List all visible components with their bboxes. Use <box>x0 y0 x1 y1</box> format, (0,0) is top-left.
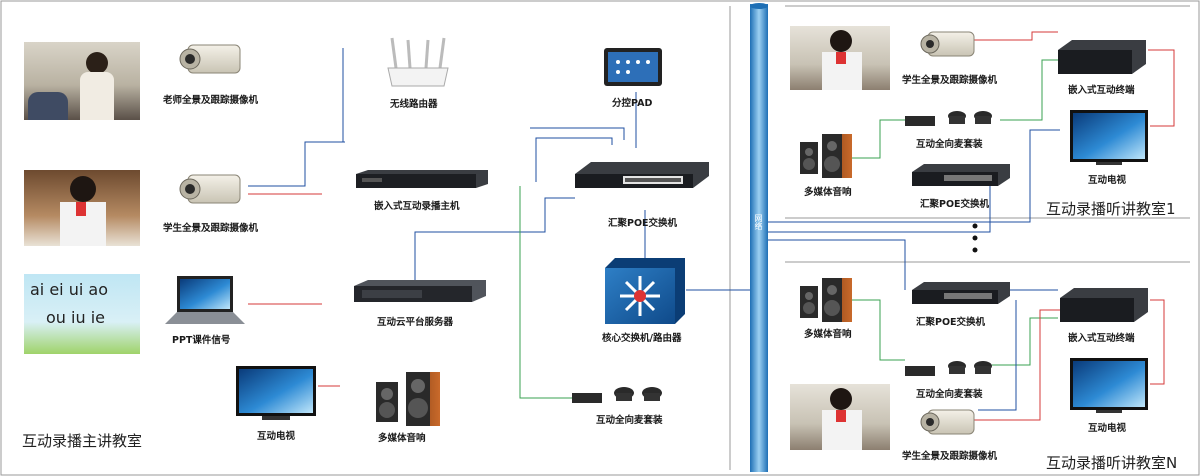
cam-to-host-blue <box>248 141 345 187</box>
rn-poe-switch-label: 汇聚POE交换机 <box>916 317 986 328</box>
control-pad-icon <box>604 48 662 86</box>
pad-label: 分控PAD <box>612 98 653 109</box>
pad-to-poe <box>530 127 625 140</box>
pinyin-line-1: ai ei ui ao <box>30 280 108 299</box>
rn-tv-label: 互动电视 <box>1088 423 1127 434</box>
rn-terminal-label: 嵌入式互动终端 <box>1068 333 1135 344</box>
wireless-router-icon <box>387 37 449 87</box>
r1-terminal-icon <box>1058 40 1146 74</box>
r1-poe-switch-label: 汇聚POE交换机 <box>920 199 990 210</box>
r1-speakers-icon <box>800 134 852 178</box>
main-tv-label: 互动电视 <box>257 431 296 442</box>
rn-mic-set-icon <box>905 361 992 376</box>
student-camera-icon <box>179 174 241 204</box>
student-classroom-photo <box>24 170 140 246</box>
router-label: 无线路由器 <box>390 99 438 110</box>
main-speakers-label: 多媒体音响 <box>378 433 426 444</box>
r1-student-camera-icon <box>920 31 975 57</box>
teacher-camera-label: 老师全景及跟踪摄像机 <box>163 95 259 106</box>
pinyin-slide: ai ei ui ao ou iu ie <box>24 274 140 354</box>
cloud-server-icon <box>354 280 486 302</box>
laptop-icon <box>165 276 245 324</box>
main-poe-switch-icon <box>575 162 709 188</box>
rn-student-camera-label: 学生全景及跟踪摄像机 <box>902 451 998 462</box>
rn-poe-switch-icon <box>912 282 1010 304</box>
r1-student-camera-label: 学生全景及跟踪摄像机 <box>902 75 998 86</box>
rn-speakers-icon <box>800 278 852 322</box>
recording-host-label: 嵌入式互动录播主机 <box>374 201 460 212</box>
room1-title: 互动录播听讲教室1 <box>1046 200 1176 218</box>
r1-terminal-label: 嵌入式互动终端 <box>1068 85 1135 96</box>
rn-student-camera-icon <box>920 409 975 435</box>
cloud-server-label: 互动云平台服务器 <box>377 317 454 328</box>
network-backbone <box>750 4 768 472</box>
pinyin-line-2: ou iu ie <box>46 308 105 327</box>
rn-tv-icon <box>1070 358 1148 413</box>
r1-tv-icon <box>1070 110 1148 165</box>
main-room-title: 互动录播主讲教室 <box>22 432 143 450</box>
core-switch-label: 核心交换机/路由器 <box>602 333 682 344</box>
roomn-title: 互动录播听讲教室N <box>1046 454 1178 472</box>
r1-mic-set-icon <box>905 111 992 126</box>
core-switch-icon <box>605 258 685 324</box>
rn-speakers-label: 多媒体音响 <box>804 329 852 340</box>
room1-student-photo <box>790 26 890 90</box>
student-camera-label: 学生全景及跟踪摄像机 <box>163 223 259 234</box>
r1-mic-set-label: 互动全向麦套装 <box>916 139 983 150</box>
main-mic-set-label: 互动全向麦套装 <box>596 415 663 426</box>
rn-mic-set-label: 互动全向麦套装 <box>916 389 983 400</box>
main-speakers-icon <box>376 372 440 426</box>
backbone-label: 网络 <box>754 214 763 230</box>
host-to-poe <box>535 137 613 182</box>
main-poe-switch-label: 汇聚POE交换机 <box>608 218 678 229</box>
r1-poe-switch-icon <box>912 164 1010 186</box>
teacher-camera-icon <box>179 44 241 74</box>
roomn-student-photo <box>790 384 890 450</box>
recording-host-icon <box>356 170 488 188</box>
r1-speakers-label: 多媒体音响 <box>804 187 852 198</box>
r1-tv-label: 互动电视 <box>1088 175 1127 186</box>
rn-terminal-icon <box>1060 288 1148 322</box>
ppt-signal-label: PPT课件信号 <box>172 335 231 346</box>
main-mic-set-icon <box>572 387 662 403</box>
mic-audio-line <box>519 186 575 399</box>
server-to-poe <box>414 197 575 282</box>
rn-backbone-link <box>768 239 906 290</box>
teacher-classroom-photo <box>24 42 140 120</box>
main-tv-icon <box>236 366 316 420</box>
